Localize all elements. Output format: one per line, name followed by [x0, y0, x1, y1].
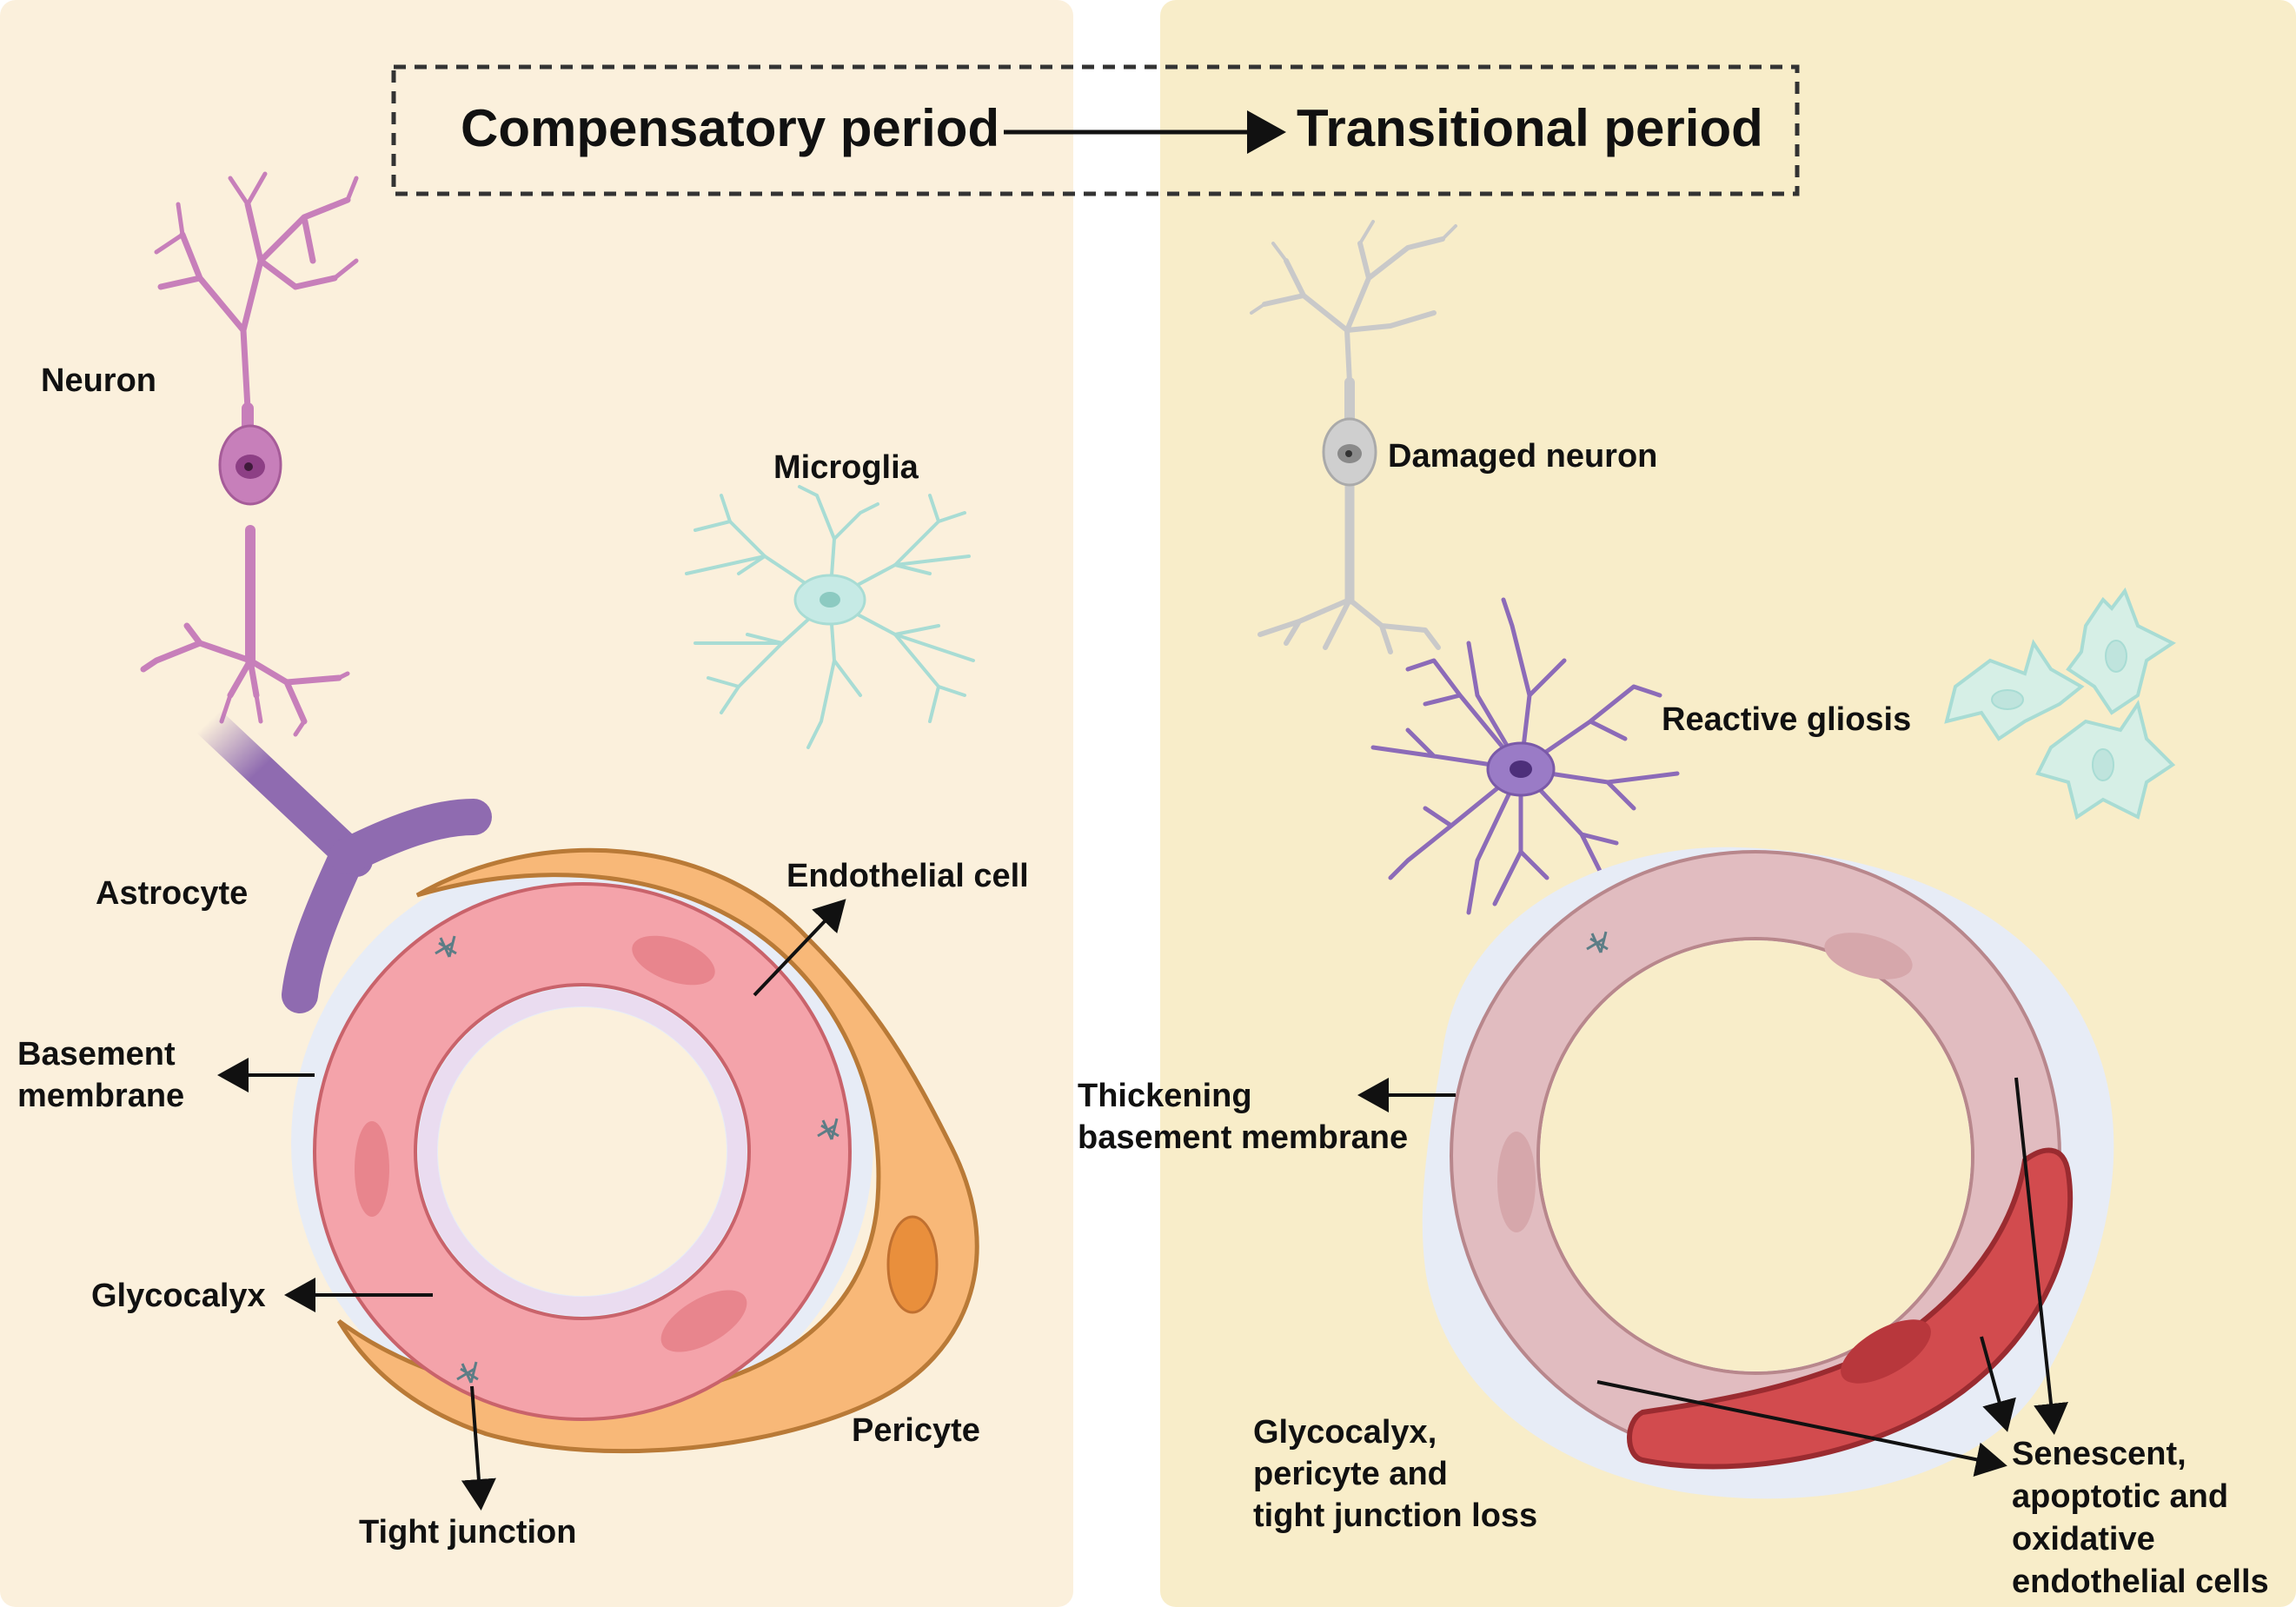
thickening-basement-membrane-label: Thickening basement membrane [1078, 1078, 1408, 1156]
transitional-period-label: Transitional period [1297, 99, 1763, 157]
glycocalyx-layer [418, 987, 747, 1316]
neuron-illustration [140, 171, 359, 737]
glycocalyx-label: Glycocalyx [91, 1278, 266, 1314]
endothelial-inner-edge [414, 983, 751, 1320]
reactive-microglia-illustration [1944, 587, 2176, 820]
reactive-gliosis-label: Reactive gliosis [1662, 701, 1911, 738]
pericyte-label: Pericyte [852, 1412, 980, 1449]
reactive-astrocyte-illustration [1370, 597, 1680, 915]
microglia-illustration [685, 485, 975, 749]
tight-junction-marker [1586, 931, 1609, 953]
vessel-lumen [438, 1007, 727, 1296]
senescent-arrow-from-top [2014, 1077, 2068, 1435]
oxidative-cell-nucleus [1841, 1319, 1931, 1384]
microglia-label: Microglia [773, 449, 919, 486]
endothelial-cell-arrow [753, 899, 846, 997]
loss-label: Glycocalyx, pericyte and tight junction … [1253, 1414, 1537, 1534]
tight-junction-arrow [461, 1385, 496, 1511]
neuron-label: Neuron [41, 362, 156, 399]
endothelial-nucleus [632, 935, 715, 986]
tight-junction-label: Tight junction [359, 1514, 576, 1551]
pericyte-nucleus [886, 1215, 939, 1314]
damaged-endothelial-nucleus [1497, 1132, 1536, 1232]
compensatory-period-label: Compensatory period [461, 99, 999, 157]
senescent-arrow-from-left [1596, 1380, 2007, 1477]
tight-junction-marker [435, 935, 839, 1384]
endothelial-nucleus [660, 1290, 747, 1352]
senescent-endothelial-label: Senescent, apoptotic and oxidative endot… [2012, 1436, 2269, 1600]
basement-membrane-label: Basement membrane [17, 1036, 184, 1114]
astrocyte-illustration [192, 705, 492, 1013]
damaged-neuron-illustration [1250, 220, 1457, 654]
endothelial-cell-label: Endothelial cell [786, 858, 1029, 894]
damaged-neuron-label: Damaged neuron [1388, 438, 1657, 475]
pericyte [336, 847, 979, 1454]
endothelial-nucleus [355, 1121, 389, 1217]
damaged-vessel-lumen [1540, 940, 1971, 1371]
period-header-box [391, 64, 1800, 196]
endothelial-outer-edge [313, 882, 852, 1421]
damaged-endothelial-nucleus [1824, 933, 1913, 979]
damaged-endothelial-inner-edge [1536, 937, 1974, 1375]
astrocyte-label: Astrocyte [96, 875, 248, 912]
senescent-arrow-from-oxidative [1980, 1336, 2016, 1432]
